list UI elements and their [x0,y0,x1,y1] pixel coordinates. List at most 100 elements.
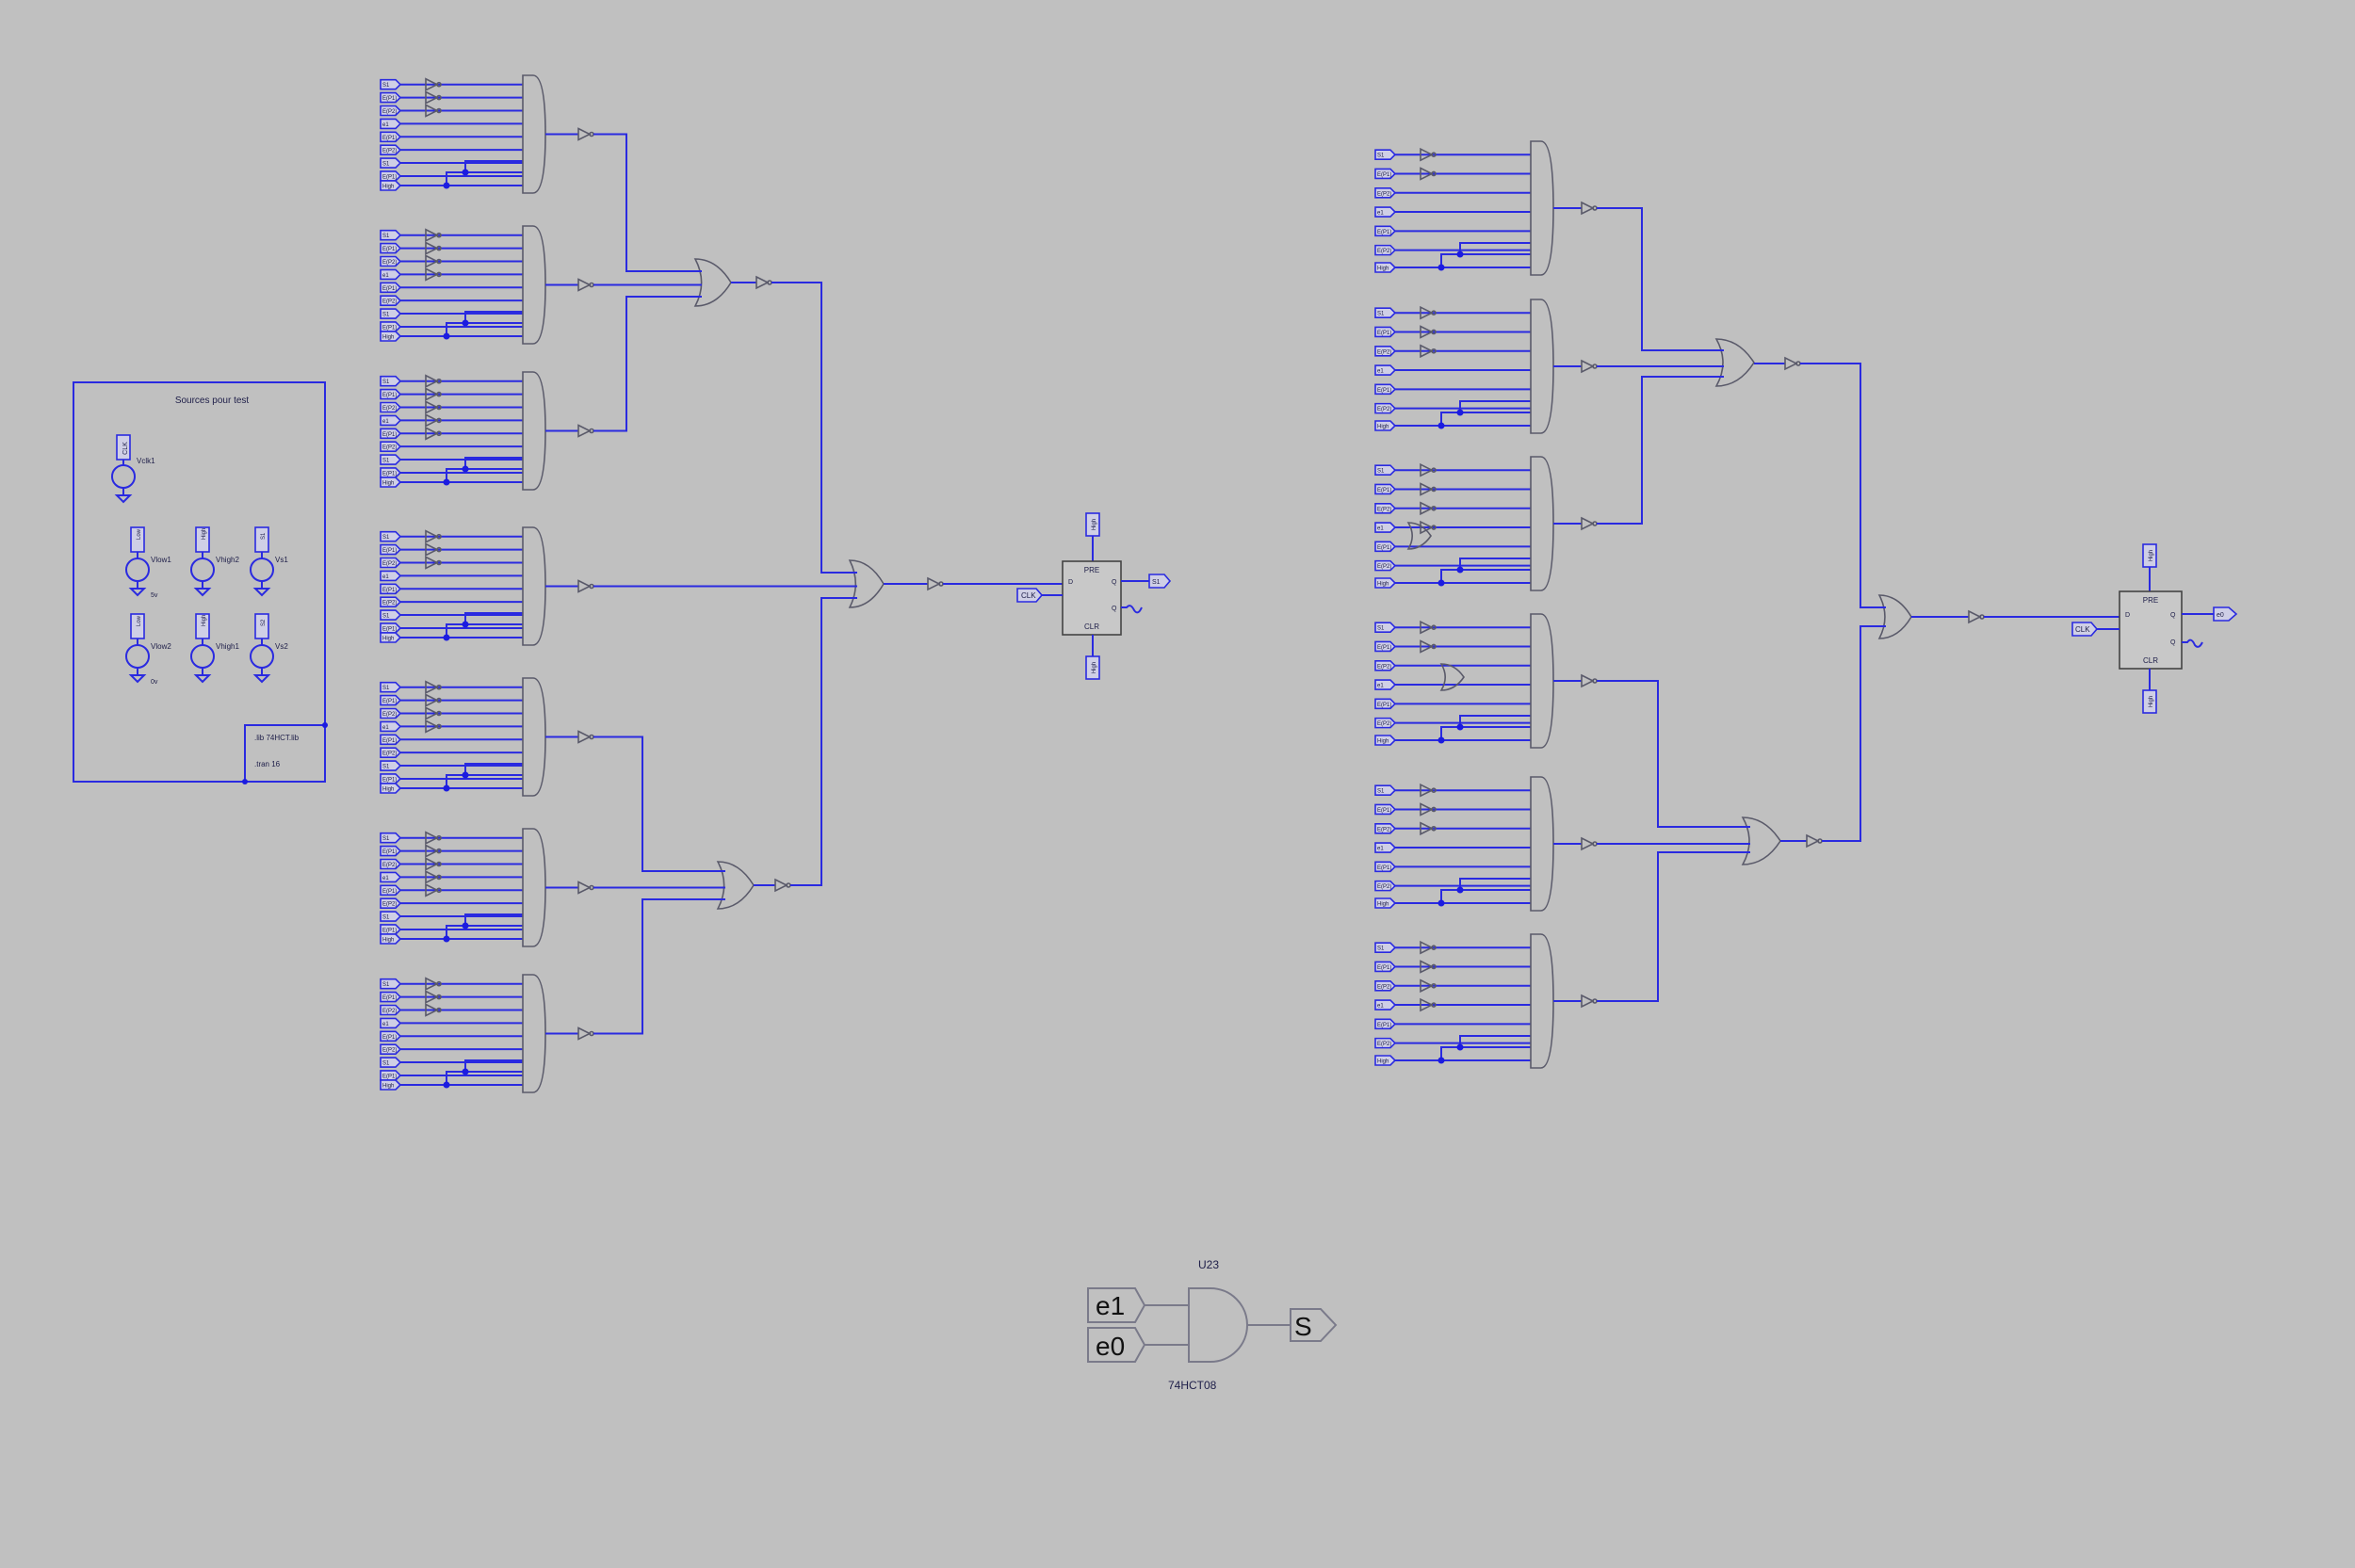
inverter-gate[interactable] [1784,356,1798,371]
input-port[interactable] [380,783,402,794]
input-port[interactable] [380,1004,402,1016]
inverter-gate[interactable] [1420,305,1434,320]
input-port[interactable] [380,858,402,870]
input-port[interactable] [380,924,402,935]
inverter-gate[interactable] [1420,997,1434,1012]
inverter-gate[interactable] [425,426,439,441]
input-port[interactable] [380,229,402,241]
input-port[interactable] [380,632,402,643]
inverter-gate[interactable] [425,844,439,858]
input-port[interactable] [1374,383,1397,396]
inverter-gate[interactable] [1420,639,1434,654]
input-port[interactable] [380,760,402,771]
input-port[interactable] [380,897,402,909]
input-port[interactable] [1374,979,1397,992]
input-port[interactable] [380,78,402,90]
input-port[interactable] [1374,168,1397,180]
input-port[interactable] [380,144,402,155]
or-gate[interactable] [693,258,732,307]
input-port[interactable] [1374,735,1397,746]
inverter-gate[interactable] [1420,344,1434,359]
inverter-gate[interactable] [577,730,592,744]
inverter-gate[interactable] [425,104,439,118]
input-port[interactable] [380,477,402,488]
inverter-gate[interactable] [577,881,592,895]
or-gate[interactable] [1741,816,1781,865]
inverter-gate[interactable] [425,413,439,428]
input-port[interactable] [1374,225,1397,237]
inverter-gate[interactable] [1581,836,1595,851]
input-port[interactable] [1374,640,1397,653]
input-port[interactable] [380,321,402,332]
input-port[interactable] [380,331,402,342]
flip-flop-left[interactable]: High PRE CLR D Q Q High CLK S1 [1016,512,1172,680]
input-port[interactable] [380,832,402,844]
input-port[interactable] [380,401,402,413]
inverter-gate[interactable] [425,1003,439,1017]
or-gate[interactable] [716,861,755,910]
input-port[interactable] [380,282,402,294]
input-port[interactable] [1374,559,1397,572]
or-gate[interactable] [1439,663,1465,691]
input-port[interactable] [380,170,402,182]
inverter-gate[interactable] [425,870,439,884]
inverter-gate[interactable] [927,576,941,591]
input-port[interactable] [1374,622,1397,633]
inverter-gate[interactable] [425,693,439,707]
input-port[interactable] [380,180,402,191]
inverter-gate[interactable] [1581,994,1595,1009]
and-gate[interactable] [522,526,546,646]
and-gate-example[interactable]: U23 74HCT08 e1 e0 S [1087,1258,1338,1392]
input-port[interactable] [1374,1018,1397,1030]
input-port[interactable] [1374,244,1397,256]
inverter-gate[interactable] [774,878,788,893]
input-port[interactable] [380,933,402,945]
flip-flop-right[interactable]: High PRE CLR D Q Q High CLK e0 [2071,543,2238,714]
and-output-s-port[interactable]: S [1290,1308,1338,1342]
input-port[interactable] [380,570,402,582]
and-gate[interactable] [1530,140,1554,276]
input-port[interactable] [380,308,402,319]
input-port[interactable] [380,1079,402,1091]
input-port[interactable] [1374,186,1397,199]
inverter-gate[interactable] [1581,201,1595,216]
input-port[interactable] [380,773,402,784]
inverter-gate[interactable] [577,579,592,593]
input-port[interactable] [380,91,402,104]
input-port[interactable] [380,242,402,254]
and-gate[interactable] [522,828,546,947]
input-port[interactable] [380,707,402,719]
input-port[interactable] [380,911,402,922]
inverter-gate[interactable] [1420,960,1434,974]
input-port[interactable] [380,583,402,595]
and-gate[interactable] [522,974,546,1093]
input-port[interactable] [380,1070,402,1081]
and-input-e1-port[interactable]: e1 [1087,1287,1146,1323]
inverter-gate[interactable] [1420,482,1434,496]
inverter-gate[interactable] [425,254,439,268]
input-port[interactable] [1374,679,1397,690]
and-gate[interactable] [1530,613,1554,749]
inverter-gate[interactable] [1420,978,1434,994]
input-port[interactable] [1374,149,1397,160]
inverter-gate[interactable] [425,241,439,255]
inverter-gate[interactable] [577,1026,592,1041]
input-port[interactable] [380,543,402,556]
input-port[interactable] [1374,326,1397,338]
input-port[interactable] [380,1043,402,1055]
and-gate[interactable] [1530,299,1554,434]
input-port[interactable] [1374,307,1397,318]
inverter-gate[interactable] [425,387,439,401]
inverter-gate[interactable] [425,857,439,871]
input-port[interactable] [380,295,402,306]
input-port[interactable] [380,1057,402,1068]
inverter-gate[interactable] [1420,501,1434,516]
input-port[interactable] [1374,961,1397,973]
input-port[interactable] [380,1017,402,1029]
input-port[interactable] [1374,999,1397,1010]
inverter-gate[interactable] [425,556,439,570]
